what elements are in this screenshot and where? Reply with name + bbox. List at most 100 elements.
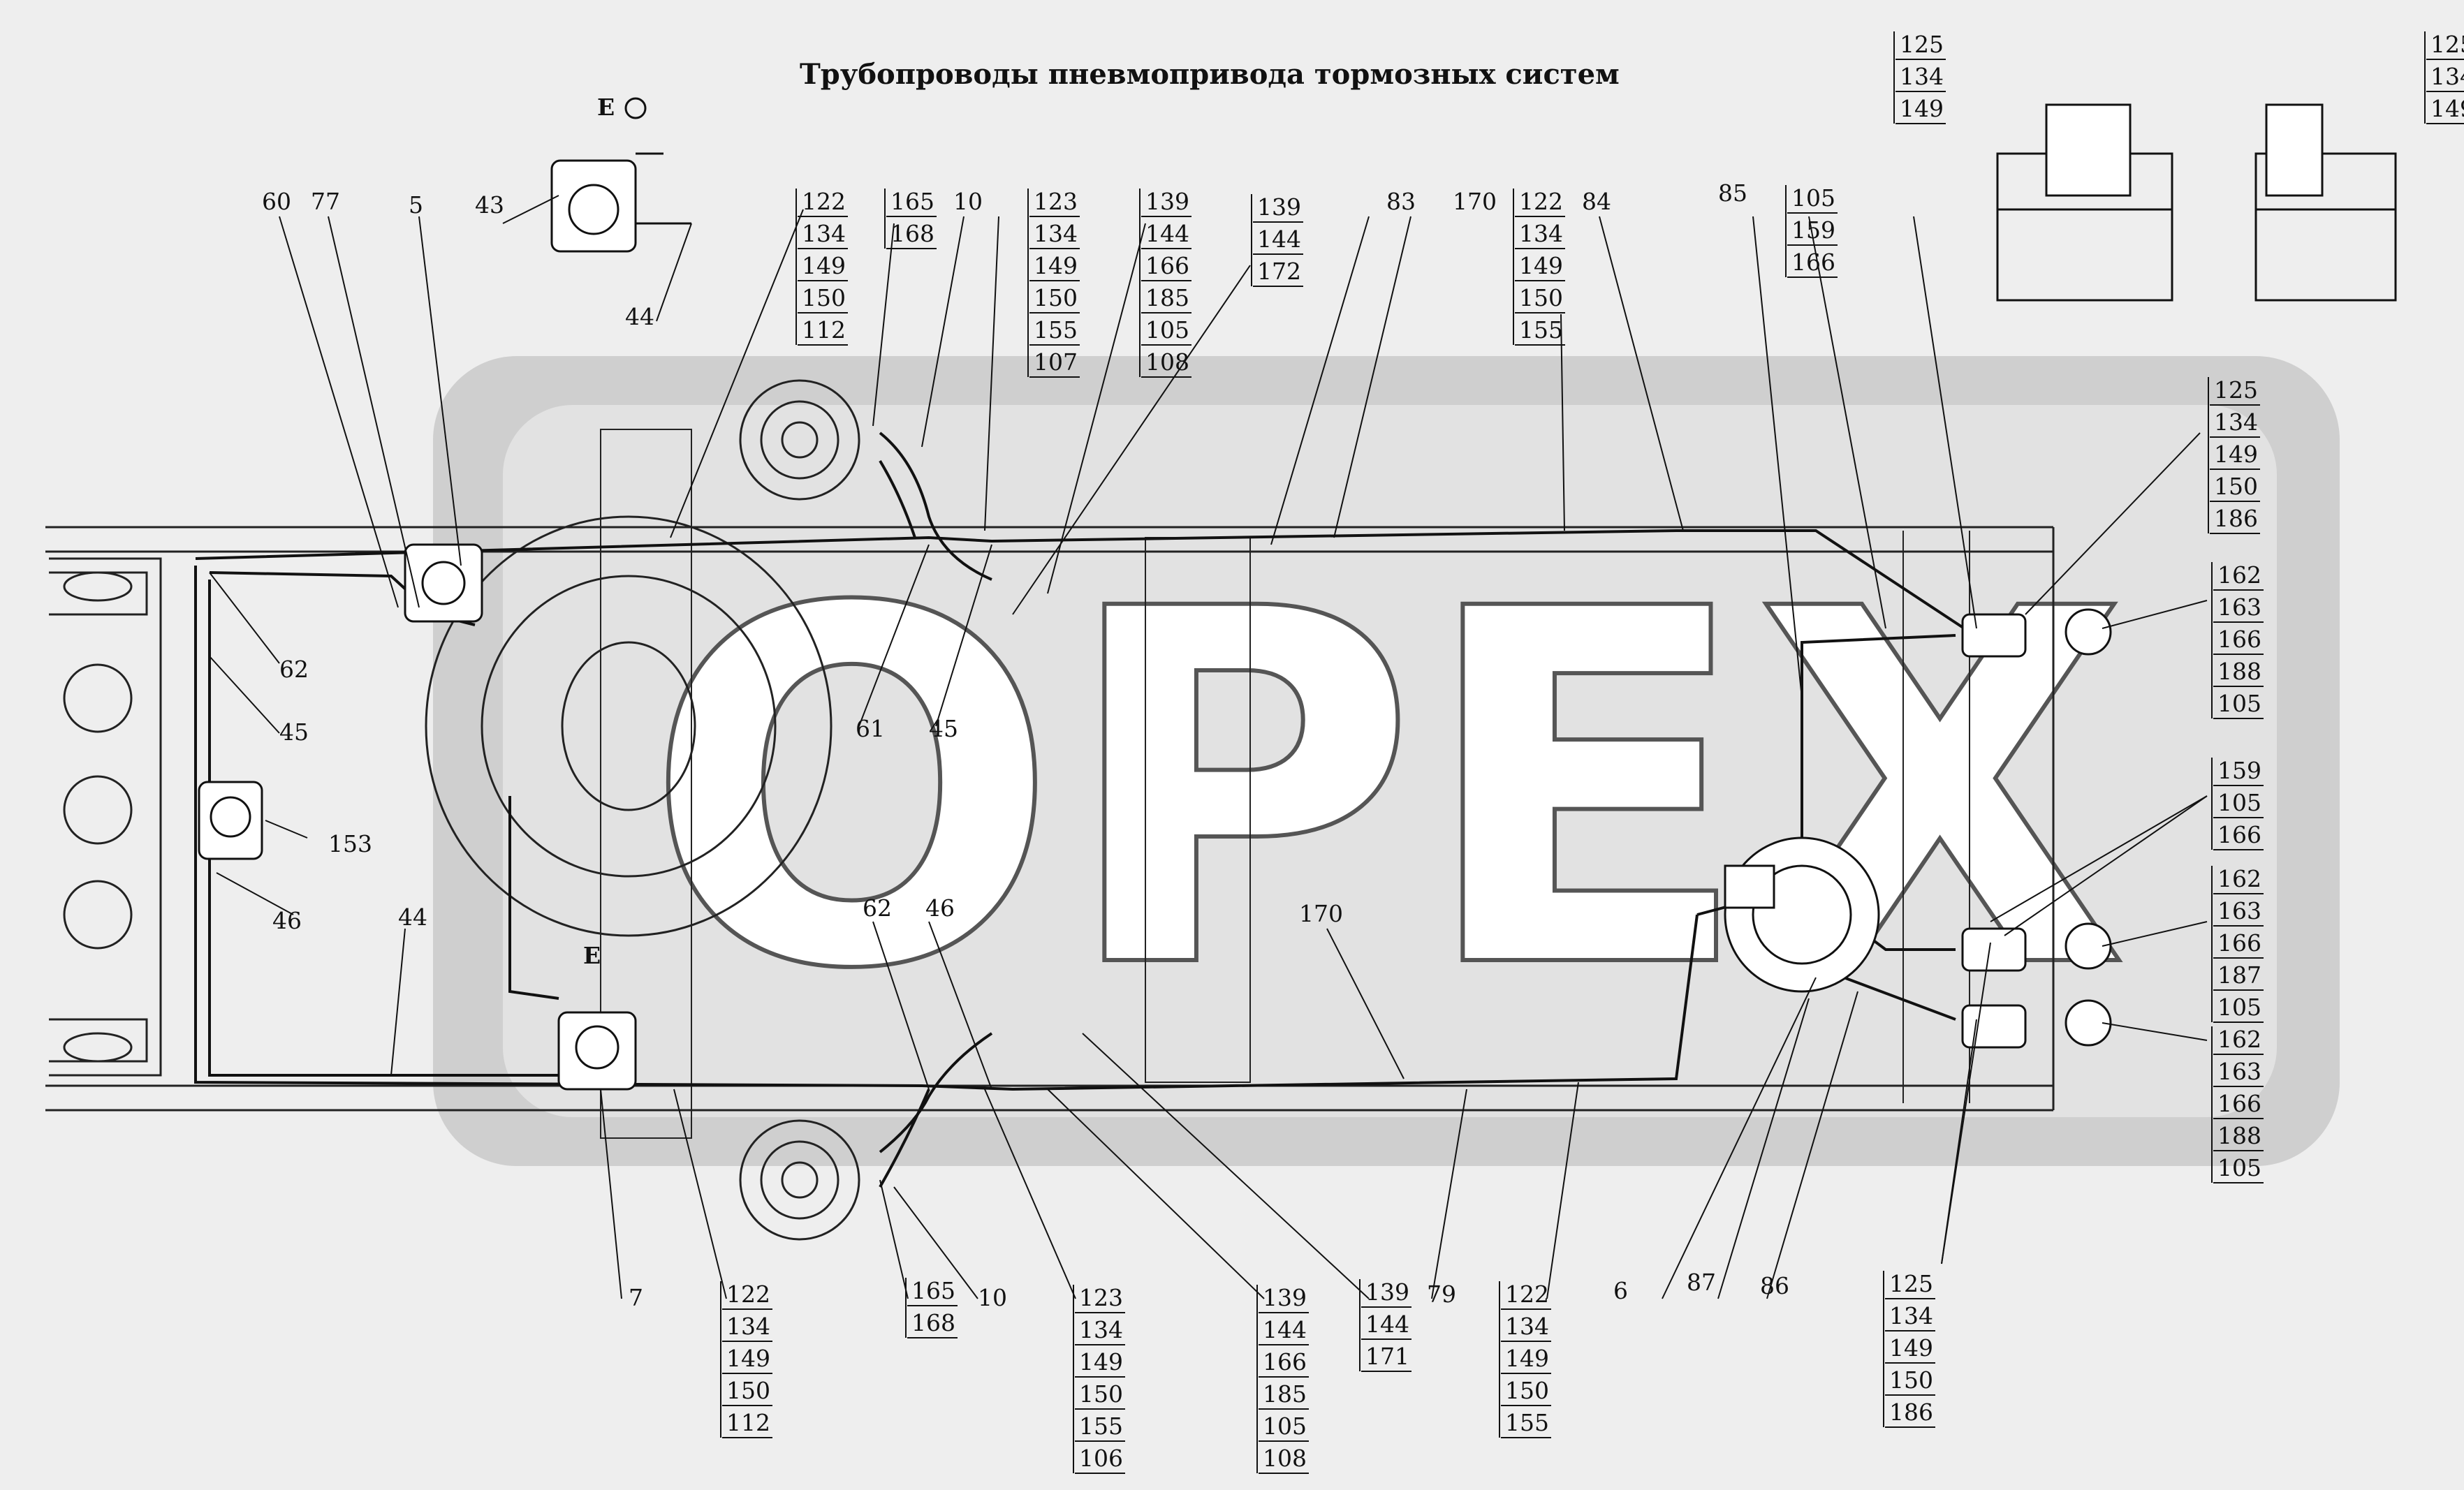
callout-number: 166: [2217, 929, 2261, 957]
callout-number: 149: [726, 1345, 770, 1372]
callout-b-6: 6: [1613, 1277, 1628, 1304]
callout-number: 108: [1263, 1445, 1307, 1472]
callout-number: 144: [1365, 1311, 1409, 1338]
callout-number: 7: [629, 1284, 643, 1311]
callout-tl-84: 84: [1582, 188, 1611, 215]
callout-number: 162: [2217, 1026, 2261, 1053]
callout-number: 60: [262, 188, 291, 215]
callout-number: 185: [1145, 284, 1189, 311]
callout-number: 139: [1263, 1284, 1307, 1311]
relay-valve-6: [1724, 836, 1880, 993]
callout-number: 45: [929, 715, 958, 742]
callout-m-61: 61: [856, 715, 885, 742]
callout-number: 185: [1263, 1380, 1307, 1408]
callout-m-46a: 46: [272, 907, 302, 934]
callout-tl-43: 43: [475, 191, 504, 219]
callout-number: 139: [1145, 188, 1189, 215]
callout-number: 165: [911, 1277, 955, 1304]
callout-number: 44: [398, 903, 427, 931]
callout-number: 149: [1034, 252, 1078, 279]
callout-number: 144: [1257, 226, 1301, 253]
coupling-heads: [1961, 608, 2112, 1049]
valve-5: [404, 543, 483, 623]
callout-number: 166: [2217, 821, 2261, 848]
callout-tl-77: 77: [311, 188, 340, 215]
callout-number: 149: [2430, 95, 2464, 122]
callout-number: 134: [1900, 63, 1944, 90]
callout-number: 105: [2217, 1154, 2261, 1181]
valve-153: [198, 781, 263, 860]
callout-number: 150: [1079, 1380, 1123, 1408]
view-marker-e-top: E: [597, 94, 615, 121]
callout-number: 134: [1505, 1313, 1549, 1340]
leader-lines: [209, 195, 2208, 1299]
callout-number: 79: [1427, 1281, 1456, 1308]
callout-number: 62: [279, 656, 309, 683]
view-marker-e-bottom: E: [583, 942, 601, 969]
callout-number: 149: [1505, 1345, 1549, 1372]
callout-b-10: 10: [978, 1284, 1007, 1311]
callout-number: 125: [1900, 31, 1944, 58]
callout-number: 105: [1145, 316, 1189, 344]
callout-number: 149: [1079, 1348, 1123, 1375]
callout-number: 149: [802, 252, 846, 279]
callout-number: 123: [1079, 1284, 1123, 1311]
callout-tl-83: 83: [1386, 188, 1416, 215]
callout-number: 150: [2214, 473, 2258, 500]
rotation-icon: [624, 97, 647, 119]
callout-number: 155: [1505, 1409, 1549, 1436]
callout-tl-85: 85: [1718, 179, 1747, 207]
callout-number: 134: [1889, 1302, 1933, 1329]
callout-number: 139: [1365, 1278, 1409, 1306]
callout-number: 149: [2214, 441, 2258, 468]
callout-m-62b: 62: [863, 894, 892, 922]
callout-number: 168: [911, 1309, 955, 1336]
brake-chamber-top: [739, 379, 860, 501]
callout-number: 43: [475, 191, 504, 219]
callout-b-87: 87: [1687, 1269, 1716, 1296]
callout-number: 125: [2430, 31, 2464, 58]
callout-number: 163: [2217, 1058, 2261, 1085]
callout-number: 168: [890, 220, 934, 247]
callout-number: 105: [2217, 690, 2261, 717]
callout-number: 155: [1079, 1412, 1123, 1440]
callout-number: 122: [802, 188, 846, 215]
callout-number: 108: [1145, 348, 1189, 376]
callout-number: 10: [978, 1284, 1007, 1311]
brake-chamber-bottom: [739, 1119, 860, 1241]
callout-number: 188: [2217, 658, 2261, 685]
callout-number: 46: [272, 907, 302, 934]
callout-tl-44a: 44: [625, 303, 654, 330]
callout-number: 134: [2214, 408, 2258, 436]
callout-number: 186: [2214, 505, 2258, 532]
callout-number: 44: [625, 303, 654, 330]
callout-number: 159: [2217, 757, 2261, 784]
chassis-frame: [45, 429, 2055, 1139]
callout-number: 77: [311, 188, 340, 215]
callout-number: 107: [1034, 348, 1078, 376]
callout-number: 105: [2217, 994, 2261, 1021]
callout-tl-5: 5: [409, 191, 423, 219]
callout-number: 45: [279, 718, 309, 746]
callout-number: 162: [2217, 561, 2261, 589]
callout-number: 165: [890, 188, 934, 215]
callout-number: 171: [1365, 1343, 1409, 1370]
callout-number: 172: [1257, 258, 1301, 285]
detail-view-topright: [1996, 103, 2397, 302]
callout-number: 150: [1034, 284, 1078, 311]
callout-number: 134: [802, 220, 846, 247]
callout-number: 166: [2217, 626, 2261, 653]
callout-number: 150: [802, 284, 846, 311]
callout-number: 112: [726, 1409, 770, 1436]
callout-number: 149: [1519, 252, 1563, 279]
callout-number: 105: [1263, 1412, 1307, 1440]
